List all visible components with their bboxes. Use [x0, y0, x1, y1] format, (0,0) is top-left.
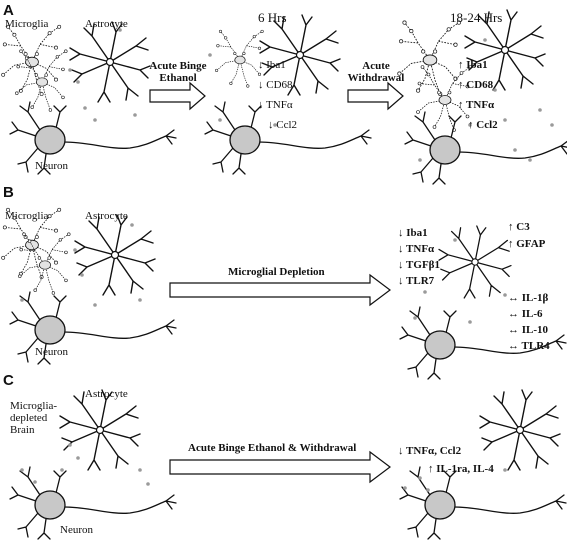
arrow-label-line: Acute Binge: [149, 60, 207, 72]
astrocyte-cell-icon: [479, 389, 561, 471]
arrow-label-microglial-depletion: Microglial Depletion: [228, 266, 325, 278]
astrocyte-cell-icon: [69, 21, 151, 103]
marker-6h-iba1: ↓ Iba1: [258, 59, 286, 71]
neuron-cell-icon: [9, 466, 177, 540]
cytokine-dots: [68, 28, 554, 162]
astrocyte-label: Astrocyte: [85, 388, 128, 400]
panel-b-diagram: [1, 207, 567, 380]
panel-a-diagram: [1, 9, 567, 185]
brain-label-line: Brain: [10, 424, 35, 436]
marker-b-gfap: ↑ GFAP: [508, 238, 546, 250]
astrocyte-label: Astrocyte: [85, 18, 128, 30]
arrow-label-ethanol-withdrawal: Acute Binge Ethanol & Withdrawal: [188, 442, 357, 454]
marker-b-iba1: ↓ Iba1: [398, 227, 428, 239]
marker-c-tnfa-ccl2: ↓ TNFα, Ccl2: [398, 445, 462, 457]
marker-b-tlr4: ↔ TLR4: [508, 340, 550, 352]
marker-b-il6: ↔ IL-6: [508, 308, 543, 320]
neuron-label: Neuron: [35, 160, 68, 172]
neuron-cell-icon: [399, 466, 567, 540]
microglia-label: Microglia: [5, 210, 49, 222]
astrocyte-label: Astrocyte: [85, 210, 128, 222]
microglia-cell-icon: [15, 49, 68, 112]
microglial-depletion-arrow: [169, 273, 391, 307]
arrow-label-line: Ethanol: [159, 72, 197, 84]
panel-letter-a: A: [3, 2, 14, 19]
marker-6h-ccl2: ↓ Ccl2: [268, 119, 298, 131]
panel-c-diagram: [9, 389, 567, 540]
cytokine-dots: [20, 443, 507, 492]
astrocyte-cell-icon: [438, 225, 512, 299]
neuron-label: Neuron: [35, 346, 68, 358]
arrow-label-line: Acute: [362, 60, 390, 72]
panel-letter-b: B: [3, 184, 14, 201]
astrocyte-cell-icon: [59, 389, 141, 471]
marker-b-tgfb1: ↓ TGFβ1: [398, 259, 440, 271]
marker-6h-cd68: ↓ CD68: [258, 79, 293, 91]
marker-18h-iba1: ↑ Iba1: [458, 59, 488, 71]
marker-18h-tnfa: ↑ TNFα: [458, 99, 495, 111]
timepoint-18-24h: 18-24 Hrs: [450, 10, 503, 25]
neuron-cell-icon: [204, 101, 372, 175]
microglia-cell-icon: [1, 24, 62, 97]
brain-label-line: Microglia-: [10, 400, 58, 412]
acute-withdrawal-arrow: [347, 81, 404, 111]
microglia-label: Microglia: [5, 18, 49, 30]
marker-18h-ccl2: ↑ Ccl2: [468, 119, 498, 131]
astrocyte-cell-icon: [74, 214, 156, 296]
marker-c-il1ra-il4: ↑ IL-1ra, IL-4: [428, 463, 494, 475]
marker-b-il10: ↔ IL-10: [508, 324, 549, 336]
marker-18h-cd68: ↑ CD68: [458, 79, 494, 91]
microglia-cell-icon: [214, 29, 264, 88]
arrow-label-acute-withdrawal: Acute Withdrawal: [343, 60, 409, 84]
ethanol-withdrawal-arrow: [169, 450, 391, 484]
marker-b-il1b: ↔ IL-1β: [508, 292, 549, 304]
marker-b-tnfa: ↓ TNFα: [398, 243, 435, 255]
arrow-label-line: Withdrawal: [347, 72, 405, 84]
microglia-depleted-brain-label: Microglia- depleted Brain: [10, 400, 57, 436]
neuron-label: Neuron: [60, 524, 93, 536]
cytokine-dots: [20, 223, 507, 324]
acute-binge-arrow: [149, 81, 206, 111]
marker-b-tlr7: ↓ TLR7: [398, 275, 435, 287]
arrow-label-acute-binge: Acute Binge Ethanol: [148, 60, 208, 84]
panel-letter-c: C: [3, 372, 14, 389]
marker-6h-tnfa: ↓ TNFα: [258, 99, 293, 111]
marker-b-c3: ↑ C3: [508, 221, 530, 233]
timepoint-6h: 6 Hrs: [258, 10, 287, 25]
brain-label-line: depleted: [10, 412, 48, 424]
